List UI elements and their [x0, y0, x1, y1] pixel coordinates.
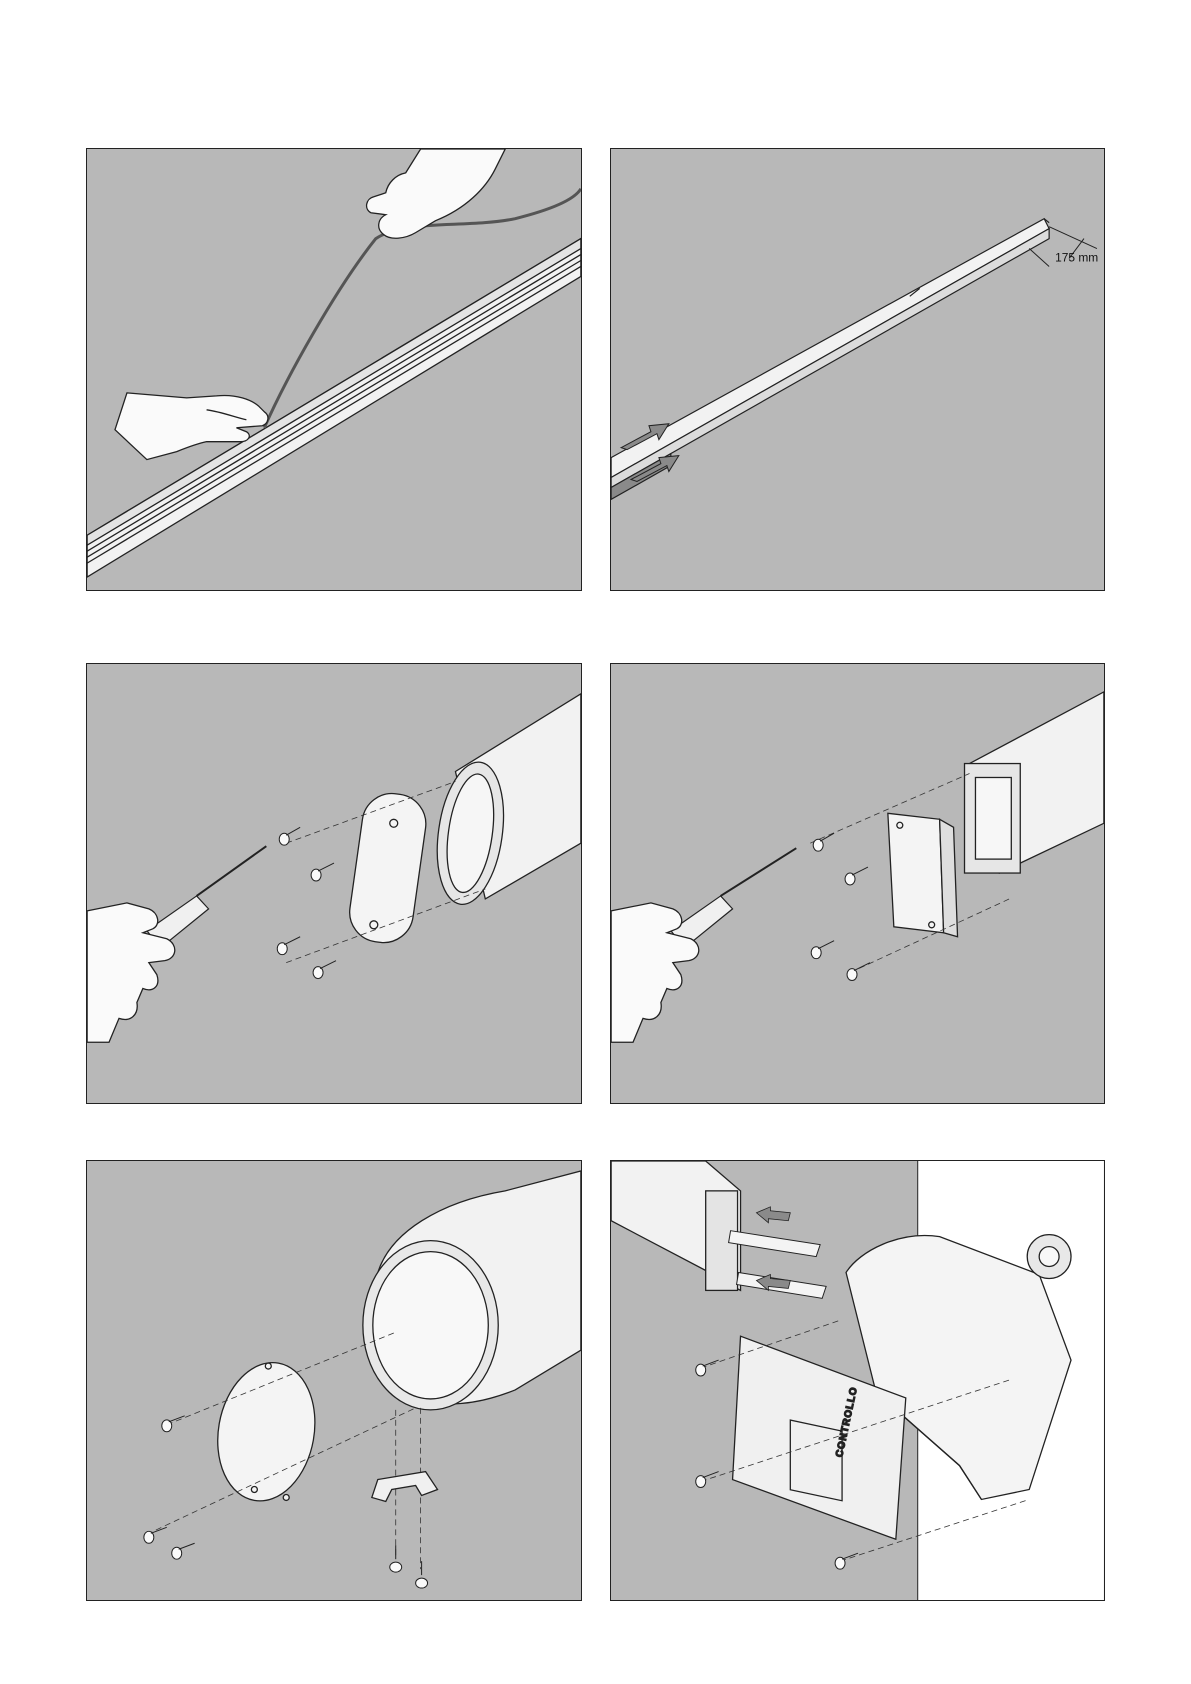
arrow-icon	[756, 1207, 790, 1223]
screw-icon	[172, 1543, 195, 1559]
step-3-illustration	[87, 664, 581, 1103]
screw-icon	[162, 1416, 185, 1432]
bracket	[372, 1472, 438, 1502]
screwdriver-icon	[671, 848, 796, 948]
bar-profile	[429, 694, 581, 909]
screw-icon	[313, 961, 336, 979]
bar-profile	[965, 692, 1104, 873]
step-1-panel	[86, 148, 582, 591]
screw-icon	[390, 1545, 402, 1572]
step-5-panel	[86, 1160, 582, 1601]
bar-profile	[611, 1161, 740, 1290]
step-4-panel	[610, 663, 1105, 1104]
step-4-illustration	[611, 664, 1104, 1103]
screw-icon	[811, 941, 834, 959]
screw-icon	[311, 863, 334, 881]
dimension-label: 175 mm	[1055, 250, 1098, 264]
screw-icon	[845, 867, 868, 885]
screw-icon	[813, 833, 834, 851]
screwdriver-icon	[147, 846, 266, 948]
screw-icon	[847, 963, 870, 981]
step-6-illustration: CONTROLLO	[611, 1161, 1104, 1600]
step-6-panel: CONTROLLO	[610, 1160, 1105, 1601]
screw-icon	[277, 937, 300, 955]
screw-icon	[835, 1553, 858, 1569]
round-tube	[363, 1171, 581, 1410]
end-plate	[888, 813, 958, 936]
step-3-panel	[86, 663, 582, 1104]
disc-cap	[207, 1355, 325, 1509]
step-2-illustration: 175 mm	[611, 149, 1104, 590]
screw-icon	[144, 1527, 167, 1543]
screw-icon	[696, 1360, 719, 1376]
flat-strip	[729, 1231, 827, 1299]
step-1-illustration	[87, 149, 581, 590]
screw-icon	[279, 827, 300, 845]
step-5-illustration	[87, 1161, 581, 1600]
step-2-panel: 175 mm	[610, 148, 1105, 591]
screw-icon	[416, 1561, 428, 1588]
end-cap	[346, 790, 430, 947]
screw-icon	[696, 1472, 719, 1488]
